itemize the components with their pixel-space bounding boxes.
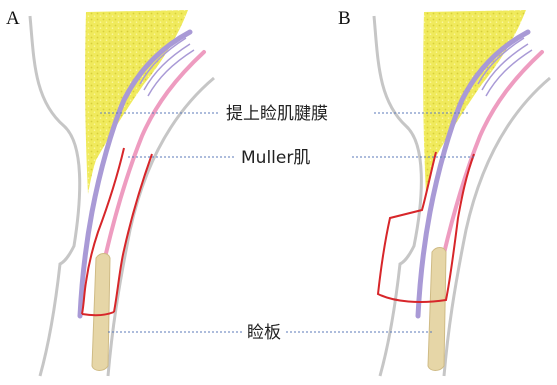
panel-b-skin-outline (374, 16, 421, 376)
label-tarsus-group: 睑板 (108, 323, 432, 343)
label-muller-group: Muller肌 (128, 148, 476, 168)
panel-a-letter: A (6, 8, 20, 29)
panel-a-skin-outline (30, 16, 80, 376)
label-muller-muscle: Muller肌 (241, 148, 310, 168)
panel-a-conjunctiva-outline (108, 78, 214, 376)
panel-b-letter: B (338, 8, 351, 29)
label-levator-aponeurosis: 提上睑肌腱膜 (226, 104, 328, 124)
label-tarsus: 睑板 (247, 323, 281, 343)
panel-b: B (338, 8, 550, 376)
panel-b-tarsus (428, 248, 446, 371)
panel-a-tarsus (92, 254, 110, 371)
panel-b-conjunctiva-outline (444, 78, 550, 376)
panel-a: A (6, 8, 214, 376)
